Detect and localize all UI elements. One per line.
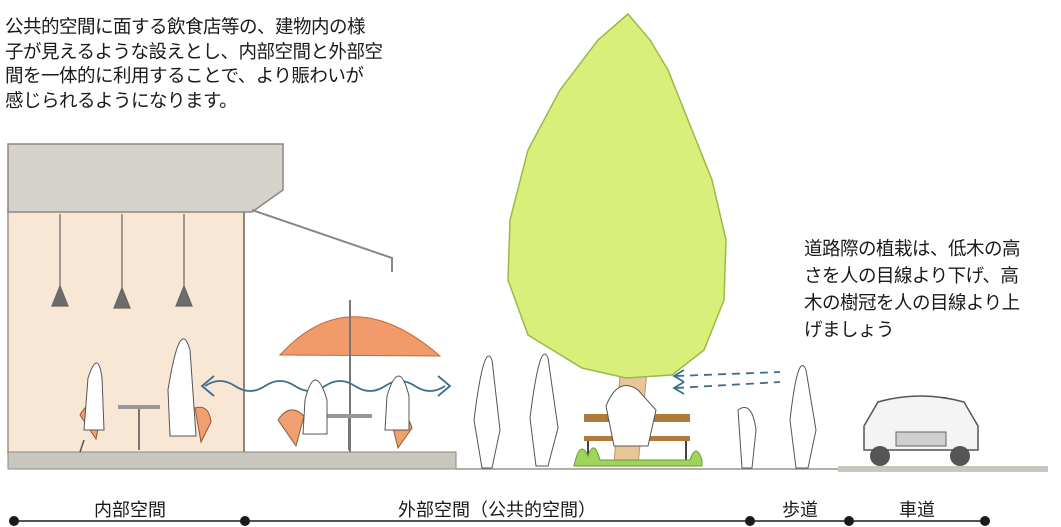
lamp-icon <box>175 284 193 307</box>
planting-caption: 道路際の植栽は、低木の高 さを人の目線より下げ、高 木の樹冠を人の目線より上 げ… <box>804 239 1021 341</box>
person-icon <box>384 375 410 431</box>
pedestrians <box>473 353 817 469</box>
arrow-right-icon <box>437 375 452 397</box>
person-icon <box>529 353 559 467</box>
segment-label-roadway: 車道 <box>899 500 935 521</box>
awning <box>251 209 393 272</box>
tree-crown <box>507 12 727 379</box>
person-icon <box>167 338 197 437</box>
lamp-icon <box>51 284 69 307</box>
person-icon <box>302 379 328 435</box>
arrow-left-icon <box>672 369 685 383</box>
person-icon <box>83 362 105 431</box>
arrow-left-icon <box>672 381 685 395</box>
segment-label-sidewalk: 歩道 <box>782 500 818 521</box>
dimension-dot <box>844 516 854 526</box>
umbrella-canopy <box>278 316 442 357</box>
dimension-dot <box>980 516 990 526</box>
low-shrubs <box>573 447 703 467</box>
road-surface <box>838 466 1048 472</box>
chair-icon <box>277 409 305 448</box>
pendant-lamps <box>51 214 193 309</box>
segment-label-exterior: 外部空間（公共的空間） <box>398 500 596 521</box>
lamp-icon <box>113 286 131 309</box>
seated-person-icon <box>605 385 657 447</box>
person-icon <box>789 365 817 469</box>
chair-icon <box>194 406 212 444</box>
dimension-markers <box>9 516 990 526</box>
dimension-dot <box>9 516 19 526</box>
interior-seating <box>79 338 212 453</box>
exterior-seating <box>277 375 413 450</box>
sight-line-arrows <box>672 369 781 395</box>
bench <box>584 385 690 462</box>
arrow-left-icon <box>200 375 215 397</box>
dimension-dot <box>240 516 250 526</box>
dimension-dot <box>745 516 755 526</box>
person-icon <box>473 355 501 469</box>
building-roof <box>7 143 284 213</box>
main-caption: 公共的空間に面する飲食店等の、建物内の様 子が見えるような設えとし、内部空間と外… <box>5 17 383 112</box>
person-icon <box>737 407 757 469</box>
floor-slab <box>7 451 457 470</box>
connection-wave-icon <box>204 380 446 392</box>
car-icon <box>863 395 979 466</box>
segment-label-interior: 内部空間 <box>94 500 166 521</box>
